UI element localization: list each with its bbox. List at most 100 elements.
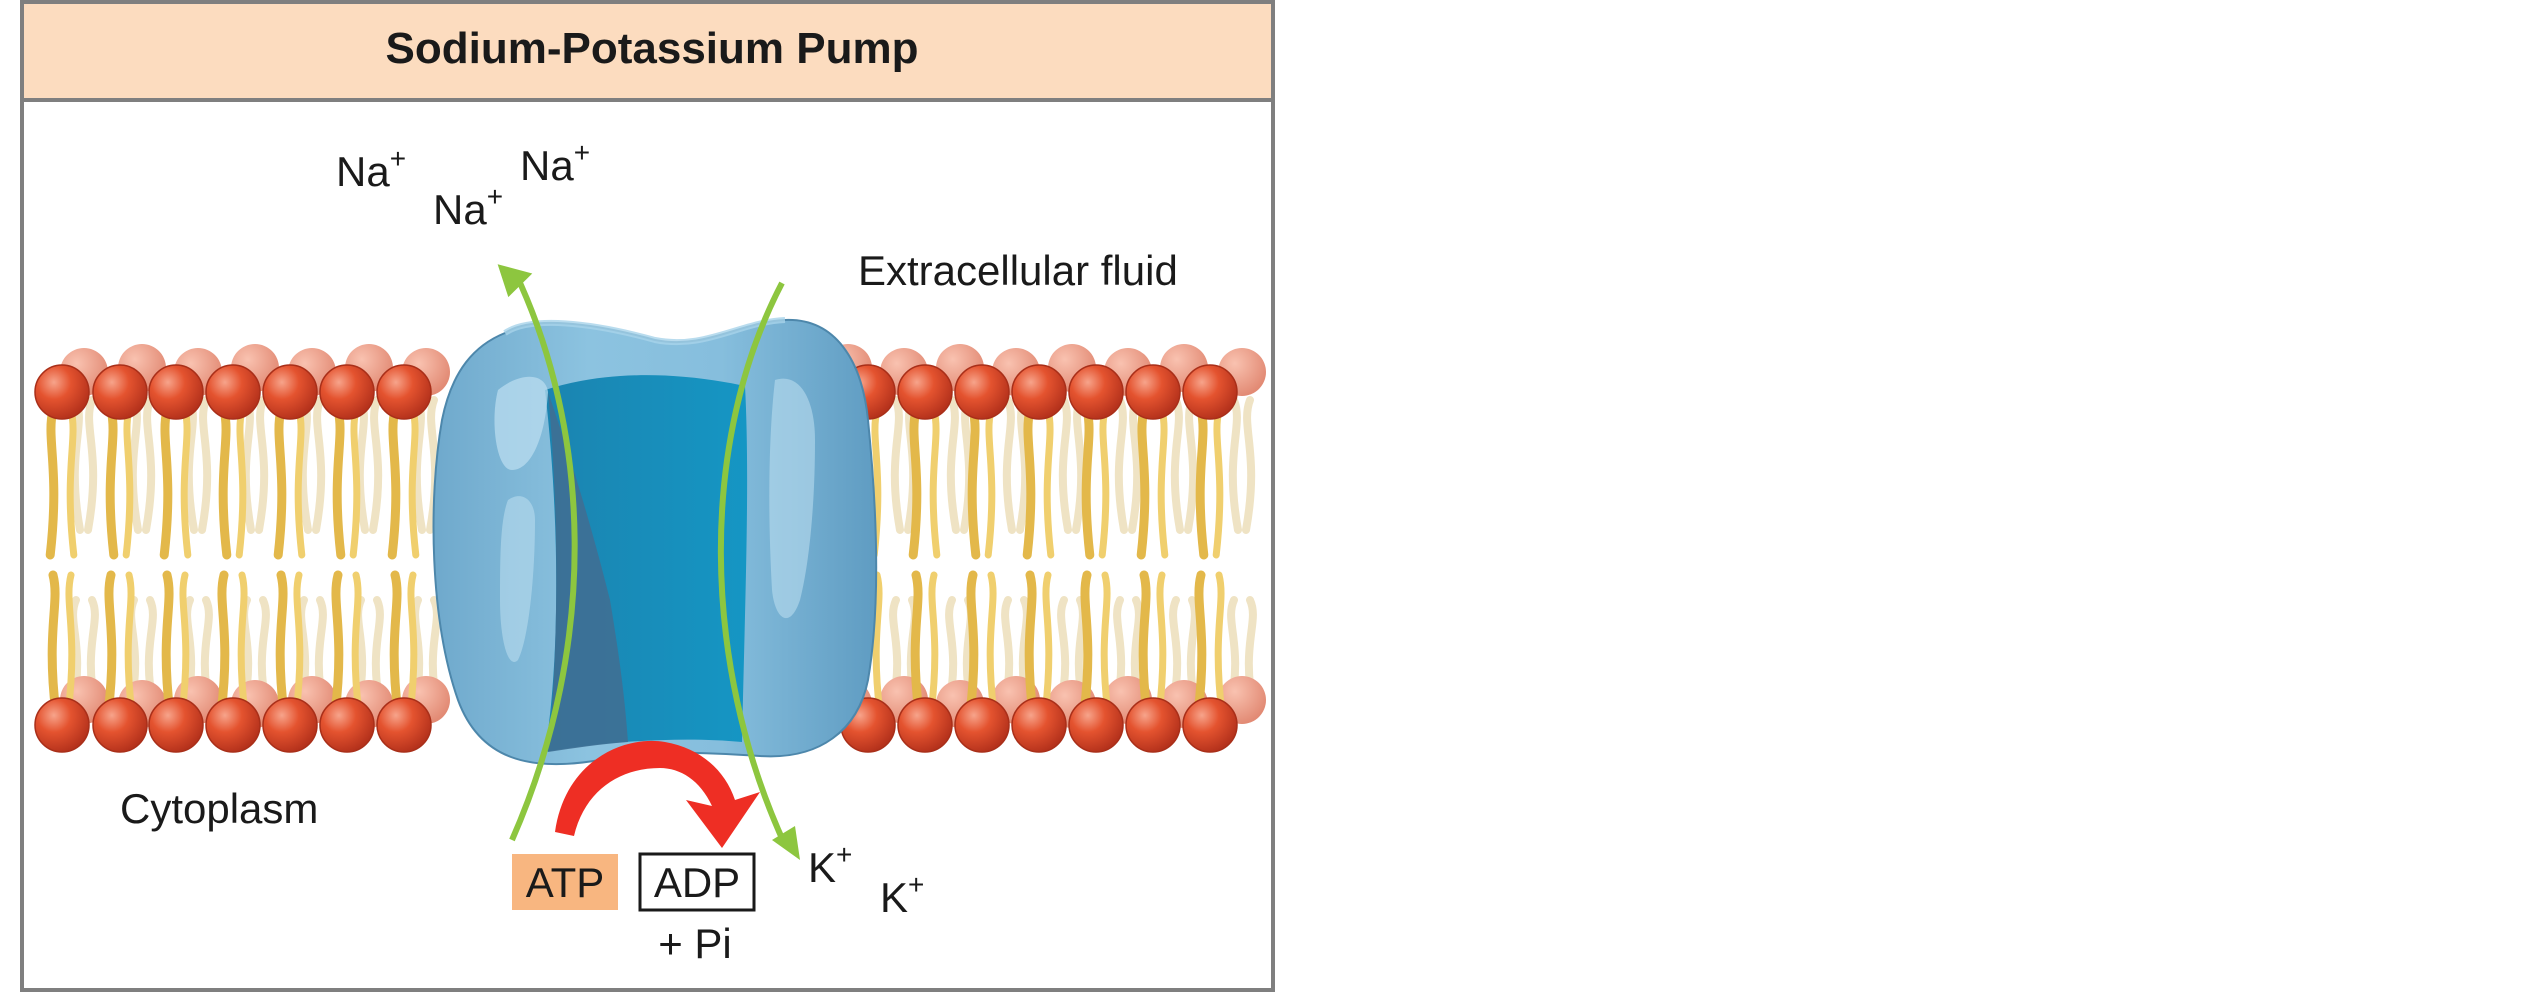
sodium-ion-1: Na+ (336, 143, 406, 195)
adp-box (638, 852, 756, 912)
lipid-tail (1195, 405, 1209, 560)
membrane-front-tails (45, 405, 1226, 717)
lipid-head (262, 364, 318, 420)
lipid-tail (84, 396, 98, 534)
lipid-head (205, 364, 261, 420)
lipid-tail (178, 571, 190, 716)
lipid-tail (1138, 570, 1152, 717)
lipid-tail (946, 396, 960, 534)
lipid-tail (967, 405, 981, 560)
pump-diagram: Sodium-Potassium Pump Extracellular flui… (20, 0, 1275, 992)
lipid-tail (180, 406, 192, 559)
lipid-tail (312, 396, 326, 534)
lipid-tail (218, 405, 232, 560)
lipid-head (1125, 364, 1181, 420)
lipid-head (148, 364, 204, 420)
title-band (20, 0, 1275, 102)
lipid-tail (198, 396, 212, 534)
lipid-tail (1041, 571, 1053, 716)
lipid-head (376, 364, 432, 420)
lipid-tail (387, 405, 401, 560)
lipid-tail (1043, 406, 1055, 559)
lipid-tail (103, 570, 117, 717)
lipid-tail (1228, 396, 1242, 534)
lipid-head (319, 697, 375, 753)
lipid-tail (908, 405, 922, 560)
lipid-tail (216, 570, 230, 717)
lipid-tail (66, 406, 78, 559)
lipid-head (954, 697, 1010, 753)
lipid-head (1182, 697, 1238, 753)
lipid-tail (124, 571, 136, 716)
lipid-head (1125, 697, 1181, 753)
lipid-tail (142, 396, 156, 534)
lipid-tail (872, 571, 884, 716)
lipid-tail (965, 570, 979, 717)
sodium-transport-arrow (509, 270, 578, 842)
lipid-tail (1212, 406, 1224, 559)
lipid-head (1068, 364, 1124, 420)
lipid-head (1011, 364, 1067, 420)
blank-area (1280, 0, 2528, 992)
atp-box (512, 854, 618, 910)
lipid-head (376, 697, 432, 753)
lipid-tail (47, 570, 61, 717)
lipid-tail (64, 571, 76, 716)
lipid-tail (1098, 406, 1110, 559)
lipid-tail (159, 405, 173, 560)
cytoplasm-label: Cytoplasm (120, 785, 318, 832)
lipid-tail (351, 571, 363, 716)
extracellular-label: Extracellular fluid (858, 247, 1178, 294)
lipid-tail (255, 396, 269, 534)
pump-highlight-left (494, 376, 548, 470)
pump-highlight-right (769, 378, 815, 619)
sodium-arrowhead (497, 264, 533, 298)
lipid-head (897, 364, 953, 420)
potassium-ion-2: K+ (880, 869, 924, 921)
pump-highlight-left-lower (500, 496, 535, 662)
lipid-tail (273, 405, 287, 560)
lipid-tail (910, 570, 924, 717)
sodium-ion-2: Na+ (433, 181, 503, 233)
lipid-tail (1157, 406, 1169, 559)
potassium-transport-arrow (717, 281, 788, 847)
lipid-tail (1022, 405, 1036, 560)
lipid-head (205, 697, 261, 753)
lipid-tail (984, 406, 996, 559)
lipid-head (1182, 364, 1238, 420)
lipid-head (1068, 697, 1124, 753)
lipid-tail (1214, 571, 1226, 716)
phosphate-label: + Pi (658, 920, 732, 967)
lipid-head (897, 697, 953, 753)
lipid-tail (870, 406, 882, 559)
potassium-ion-1: K+ (808, 839, 852, 891)
lipid-tail (332, 405, 346, 560)
adp-label: ADP (654, 859, 740, 906)
lipid-head (954, 364, 1010, 420)
sodium-potassium-pump-figure: Sodium-Potassium Pump Extracellular flui… (20, 0, 1275, 992)
lipid-tail (389, 570, 403, 717)
figure-title: Sodium-Potassium Pump (386, 24, 919, 73)
lipid-tail (1193, 570, 1207, 717)
lipid-head (319, 364, 375, 420)
lipid-tail (1100, 571, 1112, 716)
figure-frame (20, 0, 1275, 992)
lipid-tail (275, 570, 289, 717)
lipid-tail (122, 406, 134, 559)
lipid-tail (45, 405, 59, 560)
lipid-tail (237, 571, 249, 716)
lipid-tail (890, 396, 904, 534)
lipid-tail (927, 571, 939, 716)
lipid-tail (1079, 570, 1093, 717)
lipid-tail (294, 406, 306, 559)
lipid-tail (1058, 396, 1072, 534)
membrane-front-heads (34, 364, 1238, 753)
lipid-tail (1136, 405, 1150, 560)
lipid-tail (235, 406, 247, 559)
atp-hydrolysis-arrow (555, 740, 760, 848)
lipid-tail (1002, 396, 1016, 534)
lipid-tail (349, 406, 361, 559)
lipid-tail (986, 571, 998, 716)
atp-label: ATP (526, 859, 605, 906)
lipid-head (1011, 697, 1067, 753)
